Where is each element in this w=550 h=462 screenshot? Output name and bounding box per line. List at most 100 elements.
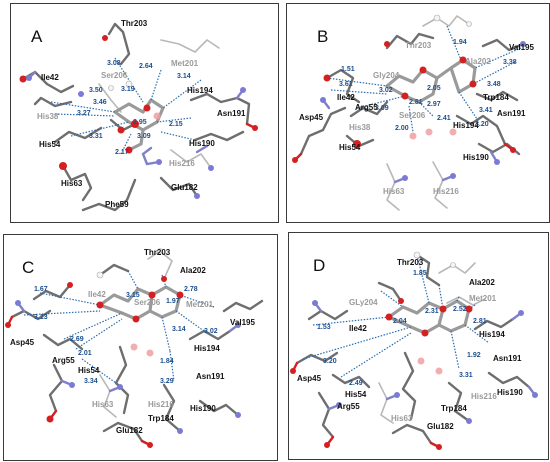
residue-label: His63 bbox=[92, 400, 114, 409]
residue-label: His38 bbox=[37, 112, 59, 121]
residue-label: Asn191 bbox=[217, 109, 246, 118]
residue-label: His216 bbox=[169, 159, 195, 168]
residue-label: Ala202 bbox=[469, 278, 495, 287]
distance-label: 3.09 bbox=[137, 133, 151, 140]
residue-label: His190 bbox=[497, 388, 523, 397]
residue-label: Ile42 bbox=[88, 290, 106, 299]
distance-label: 3.31 bbox=[89, 133, 103, 140]
residue-label: Val195 bbox=[509, 43, 534, 52]
panel-a-hbonds bbox=[50, 57, 202, 155]
panel-a-structure: A bbox=[19, 19, 258, 212]
panel-c-distance-labels: 1.67 3.15 2.78 1.97 3.13 2.69 2.01 3.34 … bbox=[34, 286, 218, 385]
residue-label: Asn191 bbox=[196, 372, 225, 381]
residue-label: GLy204 bbox=[349, 298, 378, 307]
residue-label: Met201 bbox=[186, 300, 214, 309]
distance-label: 3.48 bbox=[487, 81, 501, 88]
panel-a-letter: A bbox=[31, 27, 43, 46]
distance-label: 3.41 bbox=[479, 107, 493, 114]
distance-label: 1.84 bbox=[160, 358, 174, 365]
distance-label: 1.51 bbox=[341, 66, 355, 73]
panel-a-atoms bbox=[19, 35, 258, 199]
residue-label: His190 bbox=[190, 404, 216, 413]
distance-label: 2.52 bbox=[453, 306, 467, 313]
residue-label: Ser206 bbox=[101, 71, 128, 80]
distance-label: 3.02 bbox=[204, 328, 218, 335]
residue-label: Thr203 bbox=[405, 41, 432, 50]
panel-a-residue-labels: Thr203 Met201 Ile42 Ser206 His38 His194 … bbox=[37, 19, 246, 209]
residue-label: Ala202 bbox=[465, 57, 491, 66]
distance-label: 3.46 bbox=[93, 99, 107, 106]
residue-label: Glu182 bbox=[171, 183, 198, 192]
panel-b-letter: B bbox=[317, 27, 328, 46]
residue-label: Gly204 bbox=[373, 71, 400, 80]
residue-label: His63 bbox=[61, 179, 83, 188]
residue-label: Asn191 bbox=[493, 354, 522, 363]
residue-label: His63 bbox=[383, 187, 405, 196]
residue-label: His54 bbox=[345, 390, 367, 399]
distance-label: 2.97 bbox=[427, 101, 441, 108]
panel-c-atoms bbox=[5, 248, 241, 448]
distance-label: 3.34 bbox=[84, 378, 98, 385]
panel-d-hbonds bbox=[302, 254, 490, 378]
distance-label: 2.31 bbox=[425, 308, 439, 315]
residue-label: Ser206 bbox=[134, 298, 161, 307]
distance-label: 2.41 bbox=[437, 115, 451, 122]
distance-label: 2.64 bbox=[139, 63, 153, 70]
residue-label: His54 bbox=[39, 140, 61, 149]
distance-label: 2.78 bbox=[184, 286, 198, 293]
residue-label: Asp45 bbox=[297, 374, 322, 383]
panel-d-bonds bbox=[291, 253, 537, 449]
residue-label: His194 bbox=[479, 330, 505, 339]
residue-label: His54 bbox=[339, 143, 361, 152]
distance-label: 3.02 bbox=[379, 87, 393, 94]
distance-label: 2.17 bbox=[115, 149, 129, 156]
residue-label: Arg55 bbox=[52, 356, 75, 365]
distance-label: 2.69 bbox=[70, 336, 84, 343]
residue-label: Arg55 bbox=[337, 402, 360, 411]
residue-label: Ile42 bbox=[337, 93, 355, 102]
residue-label: Asp45 bbox=[299, 113, 324, 122]
distance-label: 3.38 bbox=[503, 59, 517, 66]
residue-label: Ser206 bbox=[399, 111, 426, 120]
distance-label: 1.92 bbox=[467, 352, 481, 359]
distance-label: 3.08 bbox=[107, 60, 121, 67]
residue-label: His194 bbox=[453, 121, 479, 130]
panel-c-letter: C bbox=[22, 258, 34, 277]
residue-label: Asn191 bbox=[497, 109, 526, 118]
distance-label: 3.29 bbox=[160, 378, 174, 385]
residue-label: His54 bbox=[78, 366, 100, 375]
residue-label: His63 bbox=[391, 414, 413, 423]
distance-label: 2.81 bbox=[409, 99, 423, 106]
distance-label: 1.94 bbox=[453, 39, 467, 46]
residue-label: Ala202 bbox=[180, 266, 206, 275]
distance-label: 3.13 bbox=[34, 314, 48, 321]
distance-label: 3.19 bbox=[121, 86, 135, 93]
panel-d-structure: D bbox=[290, 251, 538, 450]
distance-label: 3.61 bbox=[339, 81, 353, 88]
distance-label: 2.49 bbox=[349, 380, 363, 387]
residue-label: His216 bbox=[148, 400, 174, 409]
panel-a: A bbox=[10, 3, 279, 223]
distance-label: 3.09 bbox=[375, 105, 389, 112]
panel-c-residue-labels: Thr203 Ala202 Ile42 Met201 Val195 Asp45 … bbox=[10, 248, 255, 435]
distance-label: 2.00 bbox=[395, 125, 409, 132]
residue-label: Phe59 bbox=[105, 200, 129, 209]
panel-c: C bbox=[3, 234, 278, 461]
distance-label: 1.53 bbox=[317, 324, 331, 331]
residue-label: His216 bbox=[471, 392, 497, 401]
distance-label: 3.31 bbox=[459, 372, 473, 379]
panel-d-distance-labels: 1.85 2.31 2.04 2.52 2.81 1.53 3.20 1.92 … bbox=[317, 270, 487, 387]
residue-label: Trp184 bbox=[441, 404, 467, 413]
residue-label: Met201 bbox=[469, 294, 497, 303]
residue-label: Glu182 bbox=[427, 422, 454, 431]
distance-label: 3.14 bbox=[177, 73, 191, 80]
panel-b-residue-labels: Thr203 Ala202 Val195 Gly204 Ile42 Arg55 … bbox=[299, 41, 534, 196]
panel-d: D bbox=[288, 232, 549, 460]
residue-label: Met201 bbox=[171, 59, 199, 68]
panel-a-distance-labels: 3.08 2.64 3.14 3.50 3.19 3.46 3.27 2.15 … bbox=[77, 60, 191, 156]
distance-label: 2.01 bbox=[78, 350, 92, 357]
residue-label: His194 bbox=[194, 344, 220, 353]
panel-d-atoms bbox=[290, 251, 538, 450]
residue-label: Trp184 bbox=[483, 93, 509, 102]
distance-label: 2.04 bbox=[393, 318, 407, 325]
